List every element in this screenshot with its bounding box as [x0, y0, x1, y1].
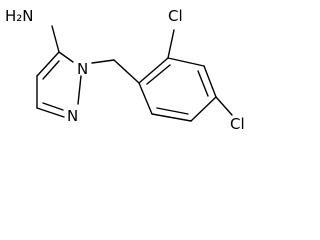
bond-n2-c3 — [36, 107, 65, 118]
bond-c4-c5-inner — [42, 60, 60, 80]
bond-ar4-cl — [215, 96, 233, 116]
bond-n1-ch2 — [91, 59, 115, 64]
bond-ar1-ar2-inner — [146, 64, 171, 85]
chlorine-top-label: Cl — [168, 7, 183, 25]
bond-ar3-ar4 — [203, 65, 217, 98]
ring-n2-label: N — [67, 107, 78, 125]
bond-ar5-ar6-inner — [156, 107, 189, 115]
benzene-ring — [138, 57, 217, 122]
bond-ar4-ar5 — [190, 96, 217, 122]
bond-n2-c3-inner — [42, 102, 64, 111]
molecule-structure: H₂N N N Cl Cl — [5, 7, 245, 133]
bond-c5-n1 — [58, 51, 74, 63]
ring-n1-label: N — [77, 60, 88, 78]
bond-ar6-ar1 — [138, 82, 153, 115]
structure-canvas: H₂N N N Cl Cl — [0, 0, 251, 136]
bond-c4-c5 — [36, 51, 60, 77]
bond-ar1-ar2 — [138, 57, 169, 84]
bond-ar2-cl — [167, 29, 175, 59]
bond-n1-n2 — [77, 75, 82, 105]
bond-ar2-ar3 — [167, 57, 205, 67]
bond-c5-nh2 — [51, 25, 60, 53]
bond-ar5-ar6 — [151, 113, 192, 122]
pyrazole-ring — [36, 51, 82, 118]
bond-ch2-ar — [113, 59, 140, 84]
amine-label: H₂N — [5, 7, 34, 25]
bond-ar3-ar4-inner — [197, 70, 209, 97]
chlorine-bottom-label: Cl — [230, 115, 245, 133]
